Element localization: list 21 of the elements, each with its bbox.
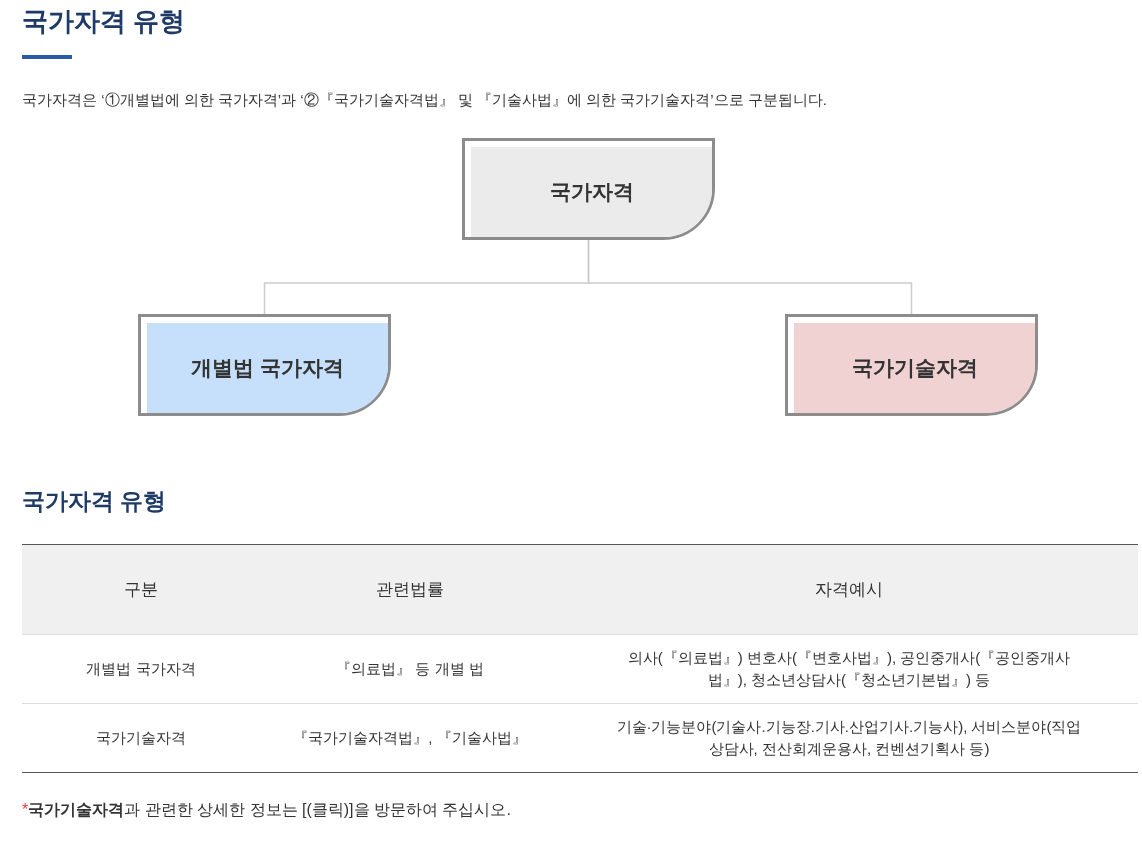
table-cell-text: 국가기술자격: [96, 728, 186, 748]
footnote-text: 국가기술자격과 관련한 상세한 정보는 [(클릭)]을 방문하여 주십시오.: [28, 800, 511, 820]
section-heading: 국가자격 유형: [22, 487, 167, 516]
connector-line: [587, 239, 913, 315]
table-cell-text: 『국가기술자격법』, 『기술사법』: [293, 728, 527, 748]
box-label: 국가자격: [549, 179, 634, 206]
rounded-box: [138, 314, 391, 416]
rounded-box: [462, 138, 715, 240]
table-cell-text: 개별법 국가자격: [86, 659, 196, 679]
column-header: 자격예시: [815, 578, 883, 601]
table-cell-text: 의사(『의료법』) 변호사(『변호사법』), 공인중개사(『공인중개사법』), 청소년상담사(『청소년기본법』) 등: [626, 648, 1072, 690]
page-title: 국가자격 유형: [22, 5, 186, 38]
footnote-mark: *: [22, 800, 29, 820]
column-header: 구분: [124, 578, 158, 601]
box-label: 개별법 국가자격: [191, 355, 344, 382]
column-header: 관련법률: [376, 578, 444, 601]
table-cell-text: 『의료법』 등 개별 법: [336, 659, 484, 679]
rounded-box: [785, 314, 1038, 416]
intro-text: 국가자격은 ‘①개별법에 의한 국가자격’과 ‘②『국가기술자격법』 및 『기술사법』에 의한 국가기술자격’으로 구분됩니다.: [22, 90, 827, 110]
box-label: 국가기술자격: [851, 355, 978, 382]
table-cell-text: 기술·기능분야(기술사.기능장.기사.산업기사.기능사), 서비스분야(직업상담사, 전산회계운용사, 컨벤션기획사 등): [615, 717, 1083, 759]
